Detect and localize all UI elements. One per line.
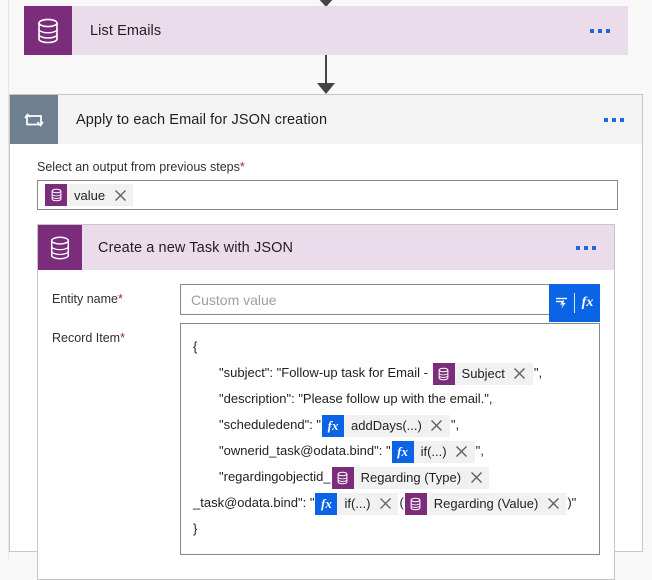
- json-text: "ownerid_task@odata.bind": ": [219, 443, 391, 458]
- entity-name-input[interactable]: Custom value: [180, 284, 600, 315]
- canvas-left-rail: [8, 0, 9, 559]
- entity-name-value: Custom value: [191, 291, 277, 308]
- json-line-scheduledend: "scheduledend": "fx addDays(...) ",: [193, 412, 589, 438]
- json-text: "subject": "Follow-up task for Email -: [219, 365, 432, 380]
- card-more-menu-button[interactable]: [590, 28, 628, 33]
- json-text: "regardingobjectid_: [219, 469, 331, 484]
- select-output-input[interactable]: value: [37, 180, 618, 210]
- json-open-brace: {: [193, 339, 198, 354]
- json-text-post: ",: [533, 365, 543, 380]
- close-icon[interactable]: [376, 495, 394, 513]
- dynamic-content-toolbar: fx: [549, 284, 600, 322]
- expression-chip-label: addDays(...): [351, 417, 422, 433]
- action-card-list-emails[interactable]: List Emails: [24, 6, 628, 55]
- fx-glyph: fx: [581, 295, 594, 310]
- json-close-brace: }: [193, 521, 198, 536]
- required-asterisk: *: [120, 331, 125, 345]
- expression-chip-label: if(...): [344, 495, 371, 511]
- expression-chip-if-regarding[interactable]: fx if(...): [315, 492, 399, 515]
- json-line-description: "description": "Please follow up with th…: [193, 386, 589, 412]
- record-item-label: Record Item*: [38, 323, 180, 345]
- json-text-mid: _task@odata.bind": ": [193, 495, 315, 510]
- close-icon[interactable]: [111, 186, 129, 204]
- required-asterisk: *: [118, 292, 123, 306]
- toolbar-divider: [574, 293, 575, 313]
- close-icon[interactable]: [453, 443, 471, 461]
- record-item-json-editor[interactable]: { "subject": "Follow-up task for Email -…: [180, 323, 600, 555]
- token-chip-label: Regarding (Type): [360, 469, 462, 485]
- create-task-title: Create a new Task with JSON: [98, 239, 294, 256]
- create-task-header: Create a new Task with JSON: [38, 225, 614, 270]
- close-icon[interactable]: [428, 417, 446, 435]
- fx-expression-icon: fx: [391, 440, 414, 463]
- token-chip-regarding-type[interactable]: Regarding (Type): [331, 466, 490, 489]
- json-text-paren: (: [399, 495, 404, 510]
- fx-expression-icon: fx: [315, 492, 338, 515]
- json-text-post: )": [567, 495, 577, 510]
- expression-chip-adddays[interactable]: fx addDays(...): [322, 414, 450, 437]
- expression-chip-label: if(...): [420, 443, 447, 459]
- select-output-label: Select an output from previous steps*: [37, 160, 628, 174]
- card-title: List Emails: [90, 22, 162, 39]
- connector-arrow-middle: [0, 55, 652, 95]
- create-task-body: Entity name* Custom value: [38, 270, 614, 579]
- dataverse-database-icon: [38, 225, 82, 270]
- json-text: "scheduledend": ": [219, 417, 322, 432]
- loop-title: Apply to each Email for JSON creation: [76, 111, 328, 128]
- record-item-control: { "subject": "Follow-up task for Email -…: [180, 323, 614, 555]
- loop-body: Select an output from previous steps* va…: [10, 160, 642, 580]
- json-line-subject: "subject": "Follow-up task for Email - S…: [193, 360, 589, 386]
- close-icon[interactable]: [544, 495, 562, 513]
- entity-name-label: Entity name*: [38, 284, 180, 306]
- token-chip-label: value: [74, 187, 106, 203]
- dynamic-content-lightning-icon[interactable]: [549, 284, 574, 322]
- fx-expression-icon: fx: [322, 414, 345, 437]
- create-task-more-menu-button[interactable]: [576, 245, 614, 250]
- close-icon[interactable]: [511, 365, 529, 383]
- loop-header: Apply to each Email for JSON creation: [10, 95, 642, 144]
- dataverse-database-icon: [24, 6, 72, 55]
- dataverse-database-icon: [45, 184, 67, 206]
- json-line-ownerid: "ownerid_task@odata.bind": "fx if(...) ",: [193, 438, 589, 464]
- loop-more-menu-button[interactable]: [604, 117, 642, 122]
- record-item-label-text: Record Item: [52, 331, 121, 345]
- dataverse-database-icon: [404, 492, 427, 515]
- token-chip-label: Regarding (Value): [433, 495, 539, 511]
- required-asterisk: *: [239, 160, 245, 174]
- fx-expression-icon[interactable]: fx: [575, 284, 600, 322]
- json-text-post: ",: [450, 417, 460, 432]
- loop-foreach-icon: [10, 95, 58, 144]
- token-chip-subject[interactable]: Subject: [432, 362, 533, 385]
- entity-name-control: Custom value: [180, 284, 614, 322]
- record-item-row: Record Item* { "subject": "Follow-up tas…: [38, 323, 614, 555]
- token-chip-label: Subject: [461, 365, 505, 381]
- entity-name-row: Entity name* Custom value: [38, 284, 614, 322]
- close-icon[interactable]: [467, 469, 485, 487]
- dataverse-database-icon: [331, 466, 354, 489]
- card-header: List Emails: [24, 6, 628, 55]
- json-text: "description": "Please follow up with th…: [219, 391, 493, 406]
- entity-name-label-text: Entity name: [52, 292, 119, 306]
- dataverse-database-icon: [432, 362, 455, 385]
- select-output-label-text: Select an output from previous steps: [37, 160, 240, 174]
- loop-card-apply-to-each[interactable]: Apply to each Email for JSON creation Se…: [9, 94, 643, 580]
- expression-chip-if-owner[interactable]: fx if(...): [391, 440, 475, 463]
- json-text-post: ",: [475, 443, 484, 458]
- json-line-regardingobjectid: "regardingobjectid_ Regarding (Type) _task…: [193, 464, 589, 516]
- action-card-create-task[interactable]: Create a new Task with JSON Entity name*: [37, 224, 615, 580]
- token-chip-regarding-value[interactable]: Regarding (Value): [404, 492, 567, 515]
- token-chip-value[interactable]: value: [45, 184, 134, 206]
